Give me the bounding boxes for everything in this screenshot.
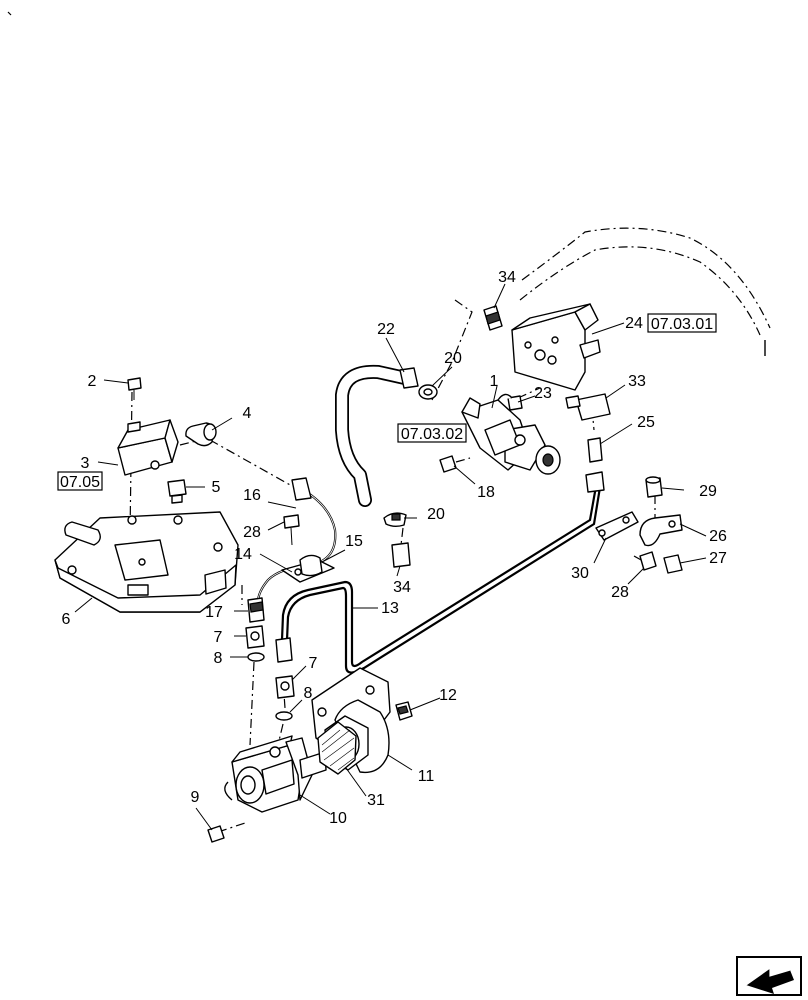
switch-33[interactable] <box>565 393 611 421</box>
leader-lines <box>74 283 707 831</box>
spacer-29[interactable] <box>645 476 663 498</box>
ref-07-03-02-text: 07.03.02 <box>401 426 463 443</box>
hose-clamp-20-lower[interactable] <box>383 512 407 527</box>
callout-27: 27 <box>709 550 727 567</box>
callout-34b: 34 <box>393 579 411 596</box>
callout-13: 13 <box>381 600 399 617</box>
fitting-5[interactable] <box>167 479 187 504</box>
hose-clamp-20-upper[interactable] <box>418 384 438 400</box>
o-ring-8-lower[interactable] <box>275 711 293 721</box>
callout-6: 6 <box>62 611 71 628</box>
callout-34a: 34 <box>498 269 516 286</box>
callout-2: 2 <box>88 373 97 390</box>
elbow-fitting-4[interactable] <box>185 422 217 447</box>
callout-12: 12 <box>439 687 457 704</box>
callout-29: 29 <box>699 483 717 500</box>
callout-1: 1 <box>490 373 499 390</box>
fitting-25[interactable] <box>585 437 605 493</box>
callout-7b: 7 <box>309 655 318 672</box>
bolt-23[interactable] <box>507 395 523 411</box>
fitting-34-upper[interactable] <box>483 305 503 331</box>
callout-28b: 28 <box>611 584 629 601</box>
callouts: 1 2 3 4 5 6 7 7 8 8 9 10 11 12 13 14 15 … <box>62 269 727 827</box>
callout-30: 30 <box>571 565 589 582</box>
bolt-2[interactable] <box>127 377 142 400</box>
callout-11: 11 <box>418 768 435 785</box>
callout-24: 24 <box>625 315 643 332</box>
callout-26: 26 <box>709 528 727 545</box>
ref-box-07-05[interactable]: 07.05 <box>57 471 103 491</box>
callout-8a: 8 <box>214 650 223 667</box>
callout-33: 33 <box>628 373 646 390</box>
pump-10[interactable] <box>224 735 327 813</box>
tube-16[interactable] <box>256 477 337 603</box>
valve-block[interactable] <box>117 419 179 476</box>
bolt-27[interactable] <box>663 554 683 574</box>
fitting-17[interactable] <box>247 597 265 623</box>
ref-07-03-01-text: 07.03.01 <box>651 316 713 333</box>
callout-31: 31 <box>367 792 385 809</box>
clamp-14-15[interactable] <box>281 554 335 583</box>
bracket-30[interactable] <box>595 511 639 541</box>
valve-1[interactable] <box>461 393 561 475</box>
tube-13[interactable] <box>280 474 604 674</box>
callout-17: 17 <box>205 604 223 621</box>
callout-5: 5 <box>212 479 221 496</box>
ref-box-07-03-02[interactable]: 07.03.02 <box>397 423 467 443</box>
callout-18: 18 <box>477 484 495 501</box>
callout-10: 10 <box>329 810 347 827</box>
valve-block-24[interactable] <box>511 303 601 391</box>
callout-9: 9 <box>191 789 200 806</box>
ref-07-05-text: 07.05 <box>60 474 100 491</box>
corner-mark <box>7 11 12 16</box>
fitting-7-lower[interactable] <box>275 637 295 699</box>
page-navigation-arrow-icon[interactable] <box>736 956 802 996</box>
callout-3: 3 <box>81 455 90 472</box>
callout-14: 14 <box>234 546 252 563</box>
ref-box-07-03-01[interactable]: 07.03.01 <box>647 313 717 333</box>
hose-22[interactable] <box>335 364 419 507</box>
callout-22: 22 <box>377 321 395 338</box>
housing-cover[interactable] <box>54 511 239 613</box>
callout-15: 15 <box>345 533 363 550</box>
cab-outline <box>431 227 771 401</box>
bolt-28-right[interactable] <box>639 551 657 571</box>
bolt-28-left[interactable] <box>283 514 300 546</box>
bolt-18[interactable] <box>439 455 457 473</box>
clamp-26[interactable] <box>639 514 683 547</box>
callout-25: 25 <box>637 414 655 431</box>
callout-16: 16 <box>243 487 261 504</box>
fitting-34-lower[interactable] <box>391 542 411 568</box>
callout-8b: 8 <box>304 685 313 702</box>
callout-23: 23 <box>534 385 552 402</box>
callout-28a: 28 <box>243 524 261 541</box>
callout-7a: 7 <box>214 629 223 646</box>
o-ring-8-upper[interactable] <box>247 652 265 662</box>
callout-20a: 20 <box>444 350 462 367</box>
callout-4: 4 <box>243 405 252 422</box>
callout-20b: 20 <box>427 506 445 523</box>
gasket-31[interactable] <box>317 721 357 775</box>
fitting-7-upper[interactable] <box>245 625 265 649</box>
bolt-12[interactable] <box>395 701 413 721</box>
